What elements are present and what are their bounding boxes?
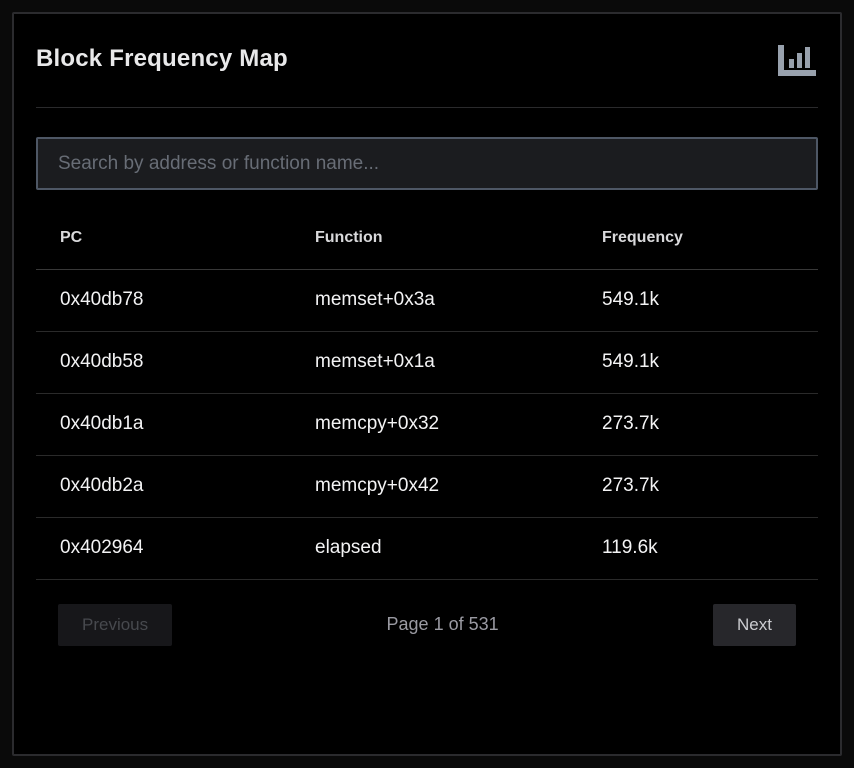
column-header-pc: PC bbox=[36, 207, 291, 270]
search-input[interactable] bbox=[36, 137, 818, 190]
bar-chart-icon bbox=[778, 45, 816, 76]
panel-header: Block Frequency Map bbox=[36, 42, 818, 76]
cell-pc: 0x40db58 bbox=[36, 331, 291, 394]
cell-function: memcpy+0x32 bbox=[291, 393, 578, 456]
previous-button[interactable]: Previous bbox=[58, 603, 173, 646]
pagination: Previous Page 1 of 531 Next bbox=[36, 603, 818, 646]
column-header-frequency: Frequency bbox=[578, 207, 818, 270]
header-divider bbox=[36, 107, 818, 108]
cell-frequency: 273.7k bbox=[578, 393, 818, 456]
cell-function: elapsed bbox=[291, 517, 578, 580]
table-header: PC Function Frequency bbox=[36, 207, 818, 270]
next-button[interactable]: Next bbox=[713, 603, 796, 646]
cell-frequency: 549.1k bbox=[578, 331, 818, 394]
cell-frequency: 273.7k bbox=[578, 455, 818, 518]
cell-pc: 0x40db1a bbox=[36, 393, 291, 456]
cell-function: memset+0x1a bbox=[291, 331, 578, 394]
cell-frequency: 549.1k bbox=[578, 269, 818, 332]
cell-pc: 0x40db78 bbox=[36, 269, 291, 332]
cell-frequency: 119.6k bbox=[578, 517, 818, 580]
column-header-function: Function bbox=[291, 207, 578, 270]
page-title: Block Frequency Map bbox=[36, 45, 288, 72]
cell-function: memcpy+0x42 bbox=[291, 455, 578, 518]
cell-function: memset+0x3a bbox=[291, 269, 578, 332]
cell-pc: 0x402964 bbox=[36, 517, 291, 580]
cell-pc: 0x40db2a bbox=[36, 455, 291, 518]
block-frequency-map-panel: Block Frequency Map PC Function Frequenc… bbox=[12, 12, 842, 756]
page-indicator: Page 1 of 531 bbox=[386, 614, 499, 634]
